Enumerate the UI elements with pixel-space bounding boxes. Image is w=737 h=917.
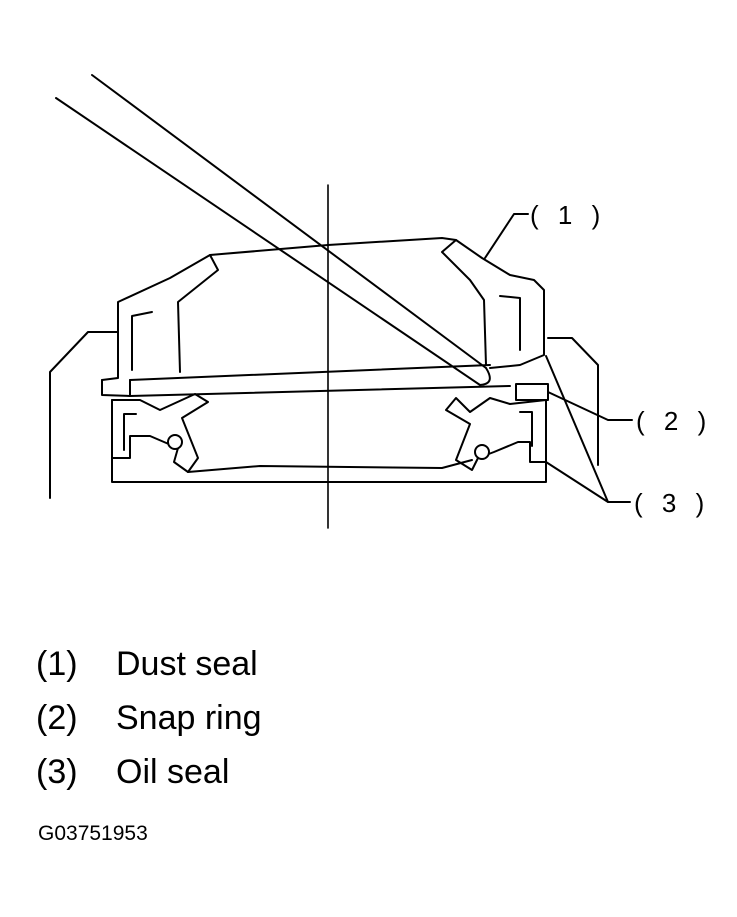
parts-legend: (1) Dust seal (2) Snap ring (3) Oil seal (36, 645, 262, 807)
housing-right-outline (547, 337, 599, 466)
legend-number: (3) (36, 753, 78, 791)
legend-number: (1) (36, 645, 78, 683)
dust-seal-part (101, 237, 545, 381)
callout-2-label: ( 2 ) (636, 406, 712, 436)
screwdriver-tool (55, 74, 491, 386)
callout-3-label: ( 3 ) (634, 488, 710, 518)
seal-cross-section-diagram: ( 1 ) ( 2 ) ( 3 ) (49, 74, 712, 529)
legend-item-snap-ring: (2) Snap ring (36, 699, 262, 753)
legend-label: Snap ring (116, 699, 262, 737)
legend-item-oil-seal: (3) Oil seal (36, 753, 262, 807)
legend-label: Dust seal (116, 645, 258, 683)
callout-1-label: ( 1 ) (530, 200, 606, 230)
legend-number: (2) (36, 699, 78, 737)
figure-code: G03751953 (38, 822, 148, 845)
housing-left-outline (49, 331, 119, 499)
oil-seal-part (111, 393, 547, 483)
callout-leader-lines (484, 213, 633, 503)
legend-item-dust-seal: (1) Dust seal (36, 645, 262, 699)
snap-ring-part (101, 364, 549, 401)
legend-label: Oil seal (116, 753, 230, 791)
